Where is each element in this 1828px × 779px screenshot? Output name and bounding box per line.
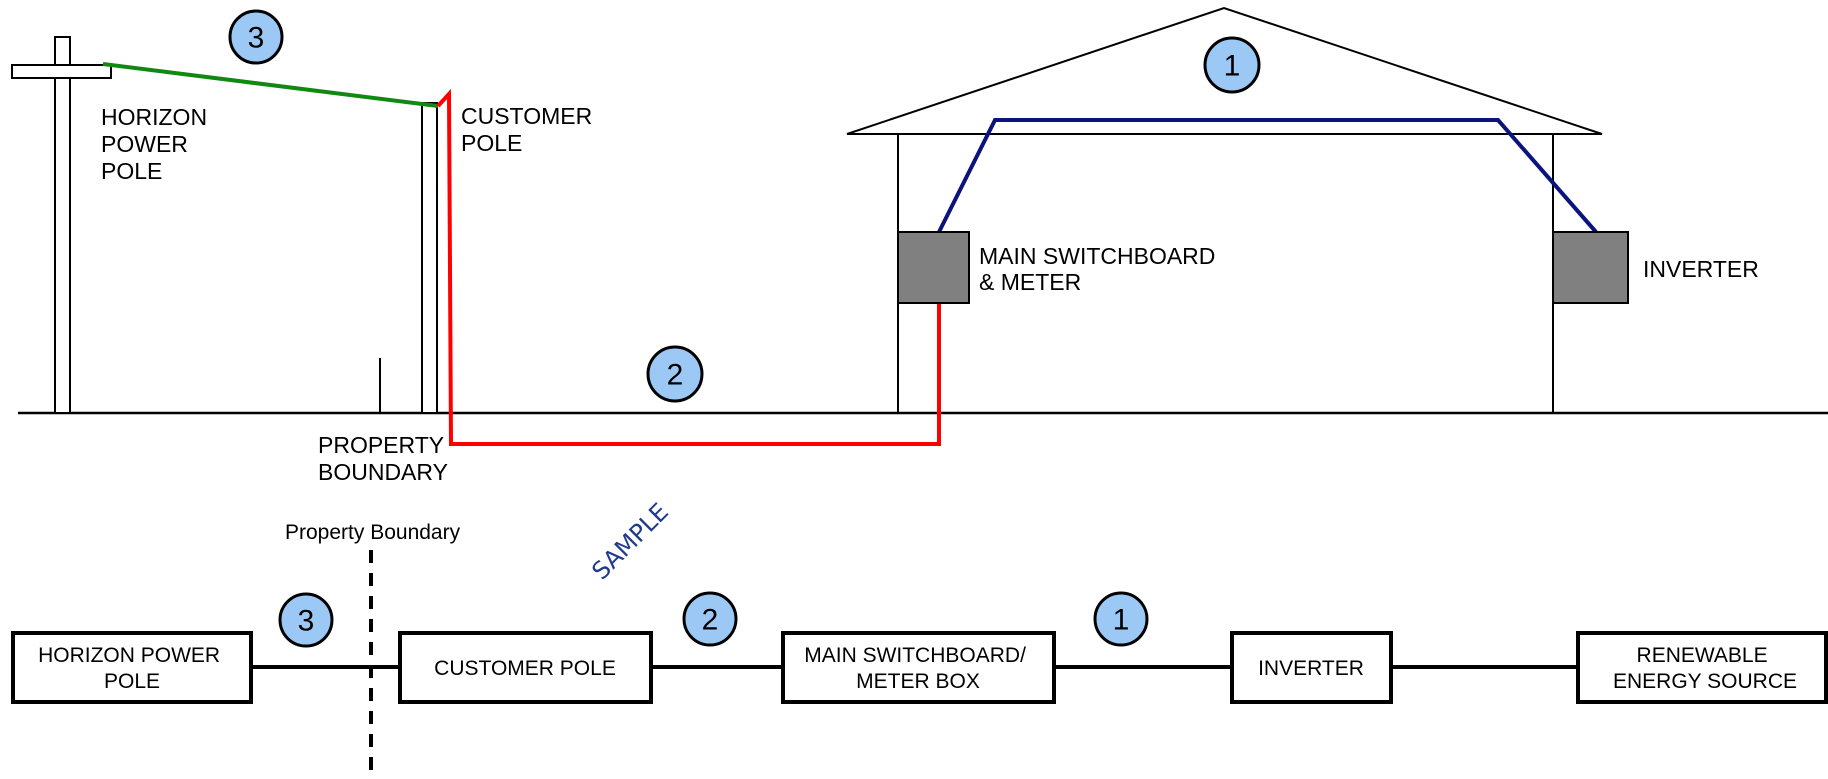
svg-text:INVERTER: INVERTER xyxy=(1258,657,1364,680)
property-boundary-caption: Property Boundary xyxy=(285,521,461,544)
inverter-label: INVERTER xyxy=(1643,256,1759,282)
svg-text:1: 1 xyxy=(1113,604,1130,637)
horizon-power-pole xyxy=(11,36,112,414)
badge-3-bottom: 3 xyxy=(278,592,334,648)
badge-3-top: 3 xyxy=(228,9,284,65)
svg-text:3: 3 xyxy=(298,605,315,638)
badge-2-top: 2 xyxy=(646,345,704,403)
horizon-pole-label: HORIZON POWER POLE xyxy=(101,104,213,184)
box-renewable-energy-source: RENEWABLE ENERGY SOURCE xyxy=(1576,631,1828,704)
svg-text:CUSTOMER POLE: CUSTOMER POLE xyxy=(434,657,616,680)
badge-2-bottom: 2 xyxy=(682,591,738,647)
inverter-box xyxy=(1552,231,1629,304)
box-main-switchboard: MAIN SWITCHBOARD/ METER BOX xyxy=(781,631,1056,704)
svg-text:3: 3 xyxy=(248,22,265,55)
box-inverter: INVERTER xyxy=(1230,631,1393,704)
svg-text:2: 2 xyxy=(702,604,719,637)
badge-1-top: 1 xyxy=(1203,36,1261,94)
svg-text:2: 2 xyxy=(667,359,684,392)
span-1-inverter-cable xyxy=(937,118,1598,234)
span-3-overhead-line xyxy=(102,62,439,108)
bottom-diagram: Property Boundary SAMPLE HORIZON POWER P… xyxy=(11,498,1828,779)
box-customer-pole: CUSTOMER POLE xyxy=(398,631,653,704)
svg-text:HORIZON POWER POLE: HORIZON POWER POLE xyxy=(38,644,226,693)
svg-text:1: 1 xyxy=(1224,50,1241,83)
switchboard-label: MAIN SWITCHBOARD & METER xyxy=(979,243,1222,295)
top-diagram: HORIZON POWER POLE CUSTOMER POLE PROPERT… xyxy=(11,6,1828,485)
main-switchboard-box xyxy=(897,231,970,304)
badge-1-bottom: 1 xyxy=(1093,591,1149,647)
svg-text:MAIN SWITCHBOARD/ METE: MAIN SWITCHBOARD/ METER BOX xyxy=(804,644,1032,693)
customer-pole-label: CUSTOMER POLE xyxy=(461,103,599,156)
sample-watermark: SAMPLE xyxy=(586,498,674,586)
svg-text:RENEWABLE ENERGY SOURC: RENEWABLE ENERGY SOURCE xyxy=(1613,644,1797,693)
customer-pole xyxy=(421,102,438,414)
box-horizon-power-pole: HORIZON POWER POLE xyxy=(11,631,253,704)
span-2-consumer-mains xyxy=(436,88,941,446)
property-boundary-label: PROPERTY BOUNDARY xyxy=(318,432,450,485)
